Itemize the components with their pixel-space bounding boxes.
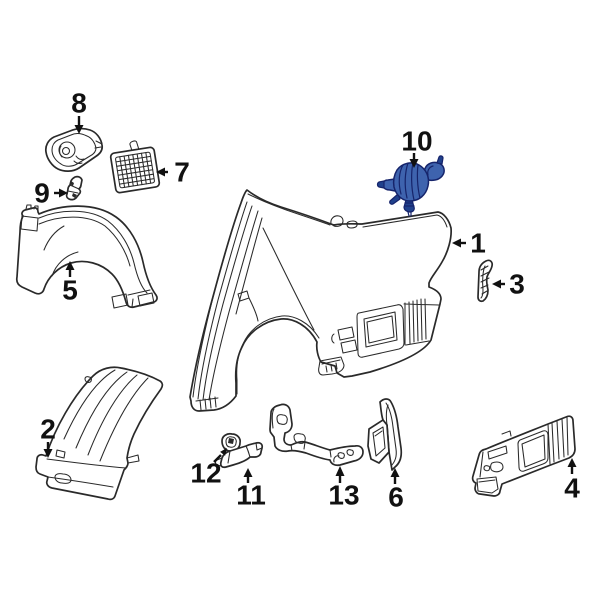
part-7-illustration (109, 140, 161, 194)
callout-arrow-icon (452, 238, 461, 248)
callout-arrow-icon (390, 468, 400, 477)
callout-label[interactable]: 2 (40, 414, 56, 445)
callout-2[interactable]: 2 (40, 414, 56, 459)
part-1-illustration (189, 189, 452, 412)
callout-arrow-icon (409, 159, 419, 168)
callout-label[interactable]: 11 (236, 480, 266, 511)
part-8-illustration (44, 127, 104, 172)
callout-6[interactable]: 6 (388, 468, 404, 513)
callout-arrow-icon (492, 279, 501, 289)
callout-arrow-icon (65, 261, 75, 270)
callout-arrow-icon (335, 466, 345, 476)
callout-11[interactable]: 11 (236, 468, 266, 511)
part-2-illustration (35, 366, 164, 501)
part-6-illustration (367, 398, 403, 471)
callout-label[interactable]: 9 (34, 178, 50, 209)
part-13-illustration (269, 403, 364, 467)
callout-label[interactable]: 4 (564, 473, 580, 504)
callout-9[interactable]: 9 (34, 178, 68, 209)
callout-7[interactable]: 7 (156, 157, 190, 188)
taillight-opening (356, 304, 405, 358)
callout-arrow-icon (43, 449, 53, 458)
callout-8[interactable]: 8 (71, 88, 87, 135)
callout-12[interactable]: 12 (190, 448, 227, 489)
callout-arrow-icon (220, 448, 227, 456)
part-5-illustration (15, 204, 158, 309)
callout-1[interactable]: 1 (452, 228, 486, 259)
part-10-illustration-highlighted[interactable] (376, 155, 445, 217)
callout-arrow-icon (243, 468, 253, 477)
callout-label[interactable]: 7 (174, 157, 190, 188)
callout-label[interactable]: 3 (509, 269, 525, 300)
callout-label[interactable]: 5 (62, 275, 78, 306)
callout-13[interactable]: 13 (328, 466, 360, 511)
callout-label[interactable]: 10 (401, 126, 432, 157)
callout-10[interactable]: 10 (401, 126, 433, 169)
callout-label[interactable]: 1 (470, 228, 486, 259)
callout-4[interactable]: 4 (564, 458, 580, 504)
callout-label[interactable]: 6 (388, 482, 404, 513)
callout-arrow-icon (74, 125, 84, 134)
callout-5[interactable]: 5 (62, 261, 78, 306)
part-3-illustration (477, 259, 494, 303)
callout-3[interactable]: 3 (492, 269, 525, 300)
callout-label[interactable]: 13 (328, 480, 359, 511)
callout-label[interactable]: 8 (71, 88, 87, 119)
callout-arrow-icon (156, 167, 165, 177)
callout-arrow-icon (59, 188, 68, 198)
part-9-illustration (65, 175, 83, 201)
part-11-illustration (214, 441, 264, 469)
part-4-illustration (471, 415, 576, 497)
callout-label[interactable]: 12 (190, 458, 221, 489)
callout-line (213, 454, 222, 463)
callout-arrow-icon (567, 458, 577, 467)
